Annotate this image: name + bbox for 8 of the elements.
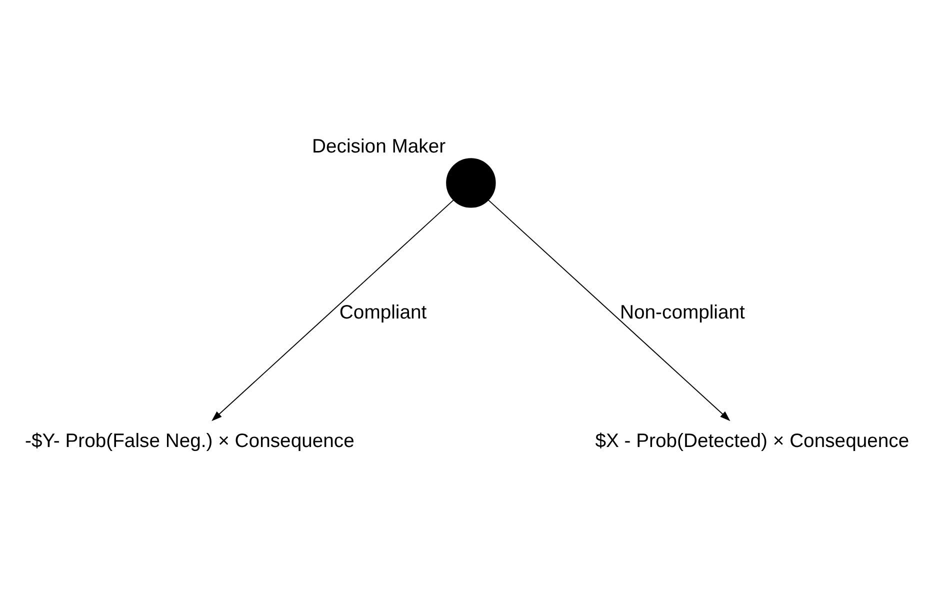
arrow <box>488 200 730 422</box>
edge-label: Non-compliant <box>620 301 745 324</box>
edge-label: Compliant <box>339 301 427 324</box>
node-circle <box>446 158 496 208</box>
node-label: Decision Maker <box>312 135 446 158</box>
arrow <box>212 200 454 422</box>
node-text: -$Y- Prob(False Neg.) × Consequence <box>25 430 354 452</box>
node-text: $X - Prob(Detected) × Consequence <box>595 430 910 452</box>
